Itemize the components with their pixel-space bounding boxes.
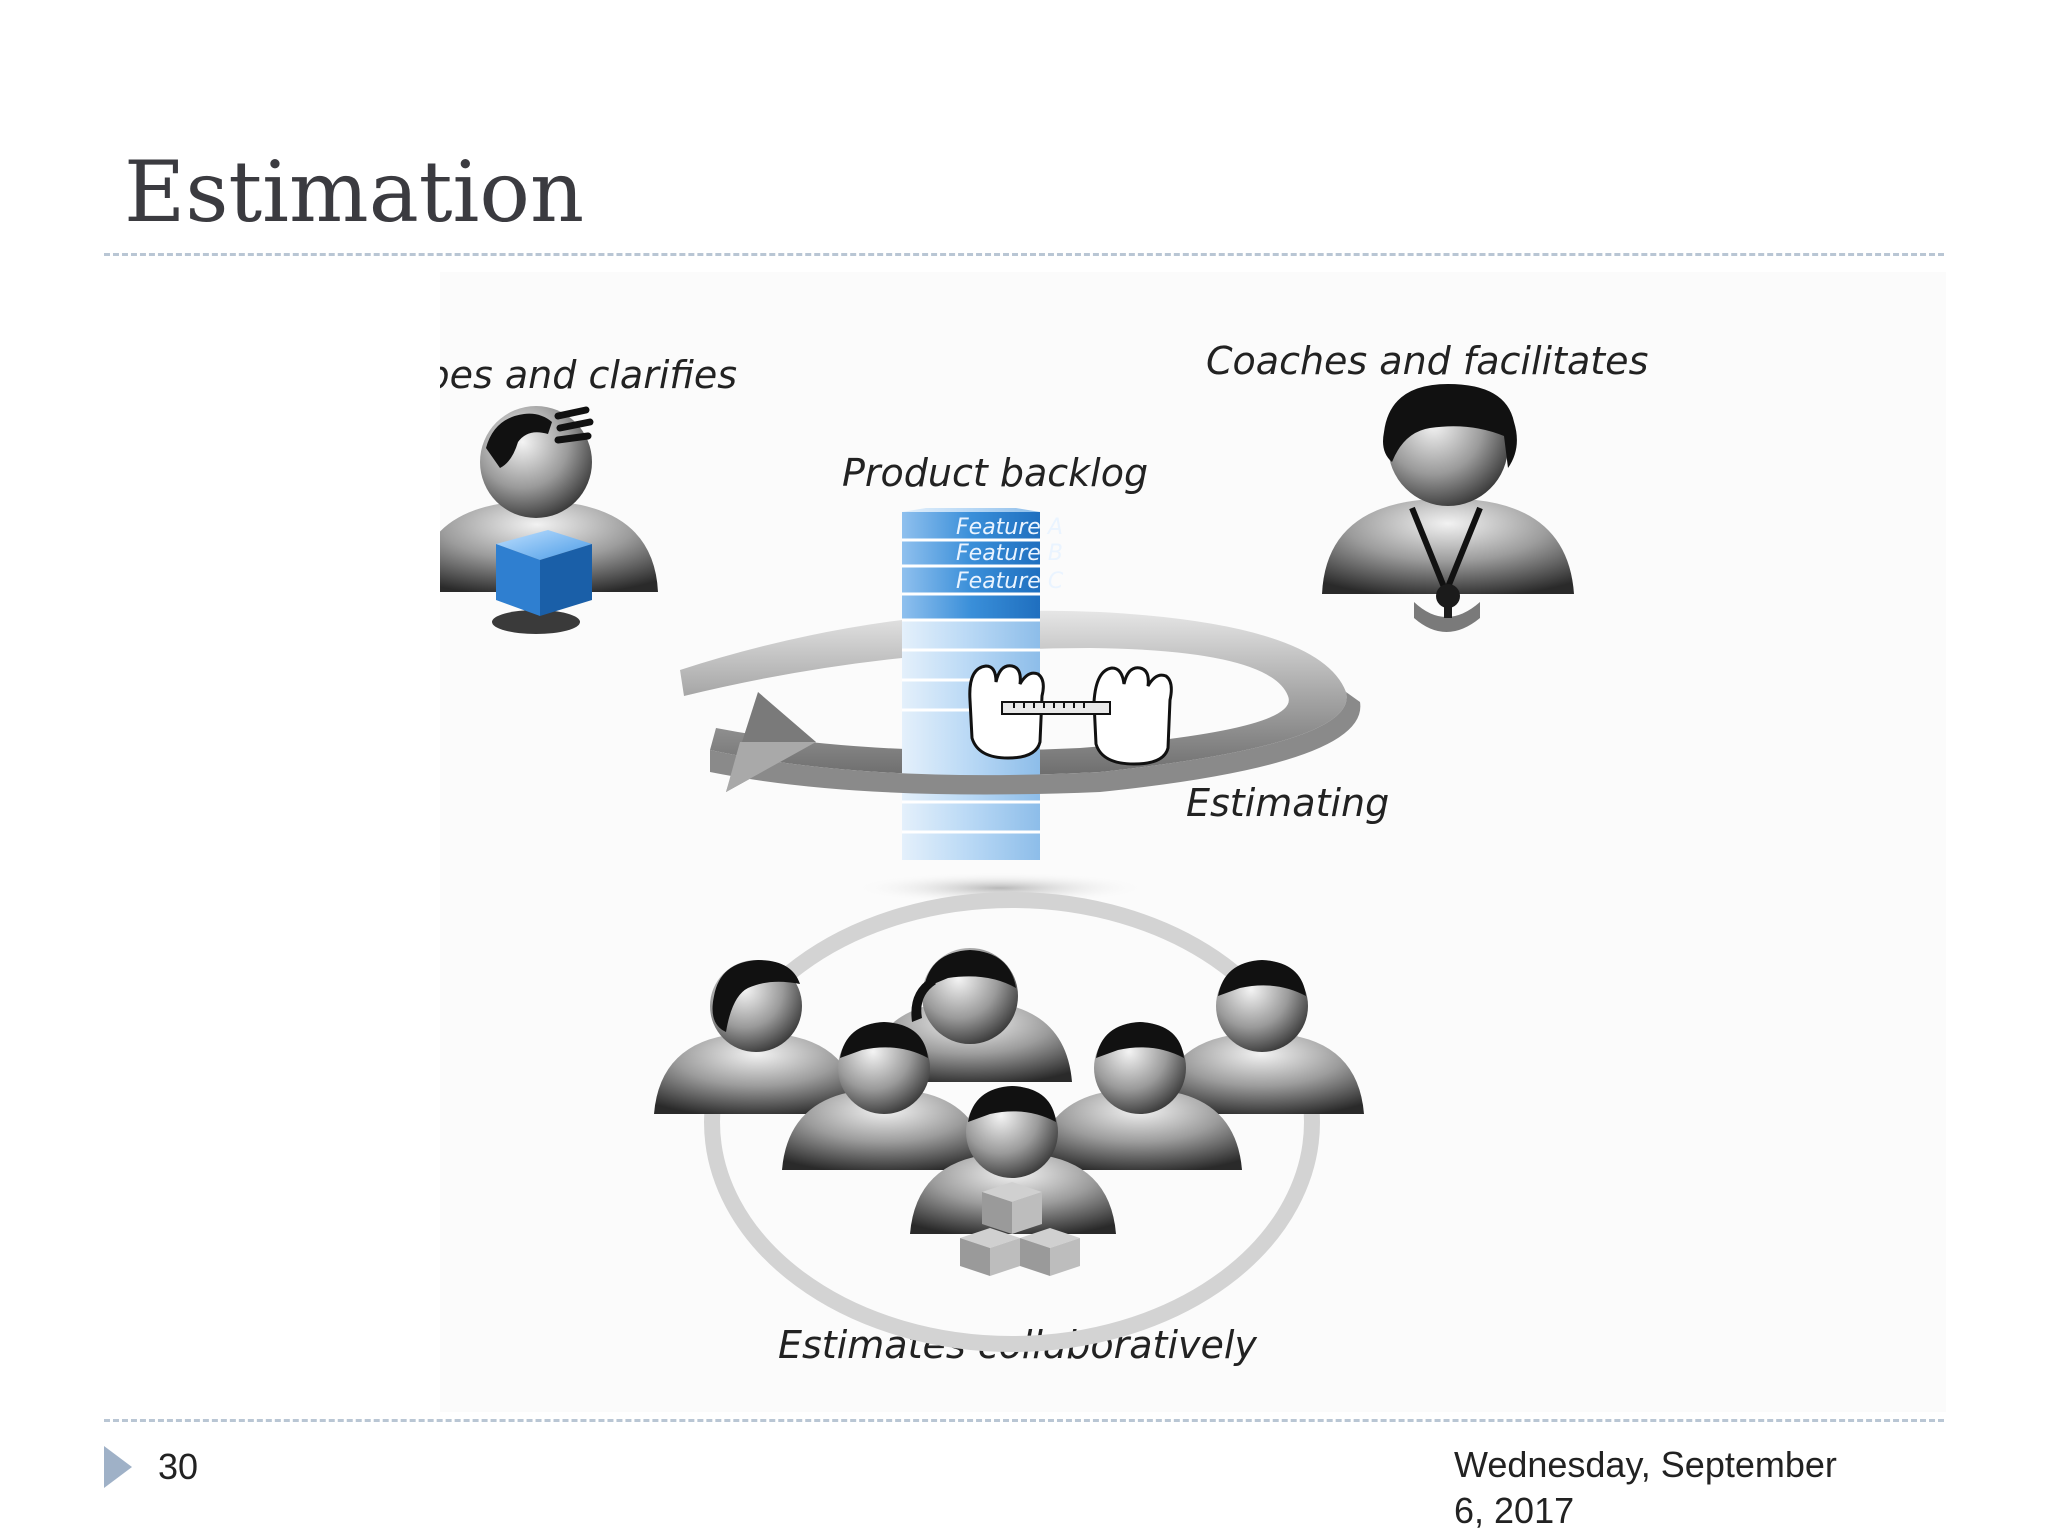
feature-a: Feature A (956, 515, 1063, 540)
cycle-label: Estimating (1186, 781, 1389, 825)
cube-icon (496, 530, 592, 616)
scrum-master-figure (1322, 384, 1574, 632)
slide-title: Estimation (124, 143, 585, 241)
footer-arrow-icon (104, 1446, 132, 1488)
whistle-icon (1436, 584, 1460, 618)
arrowhead-icon (726, 692, 816, 792)
feature-c: Feature C (956, 569, 1064, 594)
title-divider (104, 253, 1944, 256)
cubes-icon (960, 1182, 1080, 1276)
backlog-label: Product backlog (842, 451, 1148, 495)
product-owner-label: Describes and clarifies (440, 353, 737, 397)
development-team (654, 892, 1364, 1352)
slide-date: Wednesday, September 6, 2017 (1454, 1444, 1837, 1531)
product-owner-figure (440, 406, 658, 634)
estimation-diagram: Describes and clarifies Coaches and faci… (440, 272, 1946, 1412)
slide-number: 30 (158, 1446, 199, 1487)
footer-divider (104, 1419, 1944, 1422)
hands-ruler-icon (968, 664, 1173, 766)
scrum-master-label: Coaches and facilitates (1206, 339, 1648, 383)
estimation-cycle-arrow (680, 610, 1347, 776)
estimation-cycle-front (710, 692, 1361, 795)
feature-b: Feature B (956, 541, 1063, 566)
